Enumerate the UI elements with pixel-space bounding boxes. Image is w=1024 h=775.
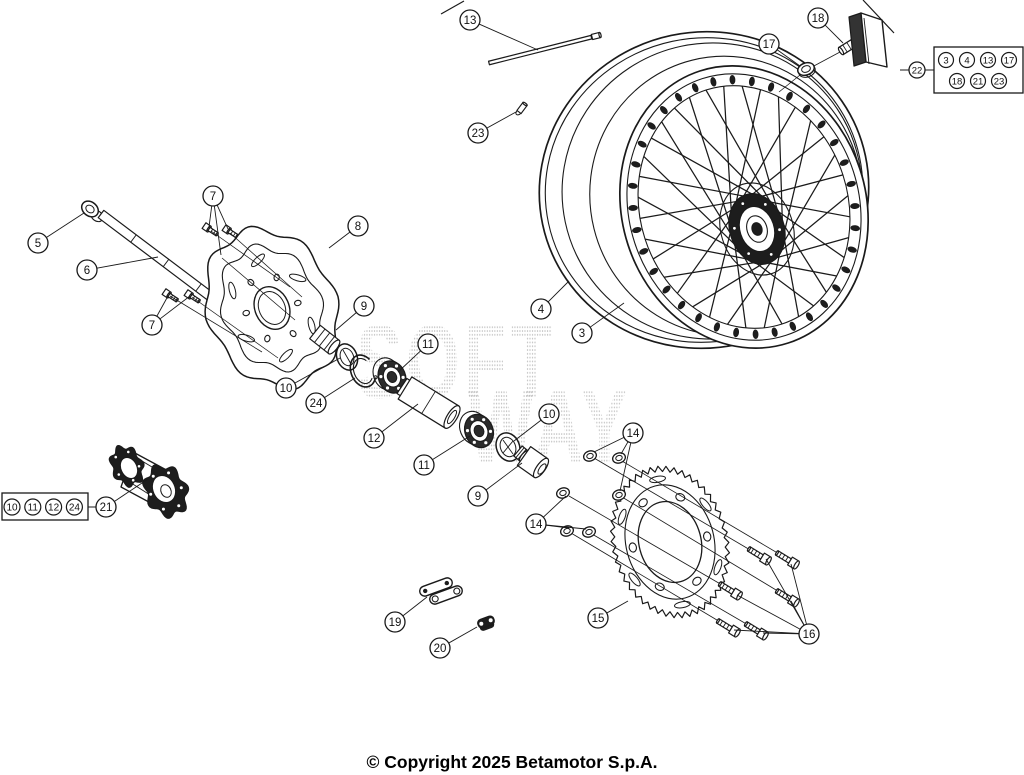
kit-item-4[interactable]: 4	[958, 51, 976, 69]
callout-21[interactable]: 21	[95, 478, 149, 518]
balance-weight	[778, 12, 888, 93]
sprocket-nuts	[555, 450, 627, 538]
callout-10[interactable]: 10	[275, 357, 341, 399]
callout-label: 10	[280, 383, 293, 395]
callout-18[interactable]: 18	[807, 7, 844, 44]
copyright-text: © Copyright 2025 Betamotor S.p.A.	[366, 752, 658, 772]
callout-label: 14	[530, 519, 543, 531]
kit-box-hub: 10 11 12 24	[1, 492, 96, 521]
callout-label: 12	[368, 433, 381, 445]
kit-item-24[interactable]: 24	[65, 498, 84, 516]
callout-15[interactable]: 15	[587, 600, 629, 629]
callout-label: 6	[84, 265, 90, 277]
kit-item-12[interactable]: 12	[44, 498, 63, 516]
kit-item-11[interactable]: 11	[24, 498, 42, 516]
callout-9[interactable]: 9	[467, 462, 523, 507]
callout-label: 15	[592, 613, 605, 625]
callout-label: 9	[361, 301, 367, 313]
axle-adjuster-nut	[797, 61, 816, 78]
callout-17[interactable]: 17	[758, 33, 801, 67]
callout-label: 4	[538, 304, 545, 316]
callout-label: 14	[627, 428, 640, 440]
kit-item-label: 12	[48, 502, 60, 513]
hub-spacers-and-bearings	[309, 324, 550, 479]
callout-19[interactable]: 19	[384, 596, 428, 633]
kit-item-17[interactable]: 17	[1000, 51, 1018, 69]
callout-6[interactable]: 6	[76, 256, 159, 281]
kit-item-23[interactable]: 23	[990, 72, 1008, 90]
chain-clip	[477, 615, 495, 631]
frame-tick-lines	[440, 0, 895, 34]
callout-4[interactable]: 4	[530, 280, 570, 320]
callout-label: 20	[434, 643, 447, 655]
callout-label: 10	[543, 409, 556, 421]
rear-sprocket	[609, 465, 731, 619]
kit-item-18[interactable]: 18	[948, 72, 966, 90]
callout-22[interactable]: 22	[908, 61, 926, 79]
callout-10[interactable]: 10	[513, 403, 560, 442]
callout-20[interactable]: 20	[429, 626, 478, 659]
disc-bolt-axis-lines	[169, 230, 303, 359]
rear-hub	[108, 445, 190, 519]
callout-label: 16	[803, 629, 816, 641]
callout-14[interactable]: 14	[593, 422, 644, 492]
callout-label: 3	[579, 328, 585, 340]
watermark: SOFT WAY	[356, 302, 627, 485]
kit-item-label: 23	[994, 76, 1005, 87]
callout-label: 9	[475, 491, 481, 503]
callout-11[interactable]: 11	[413, 435, 471, 476]
callout-label: 11	[422, 339, 434, 351]
callout-label: 7	[149, 320, 155, 332]
callout-label: 17	[763, 39, 776, 51]
callout-label: 24	[310, 398, 323, 410]
kit-item-21[interactable]: 21	[969, 72, 987, 90]
callouts-layer: 1323181722567789102411121110943141415161…	[1, 7, 1024, 659]
kit-item-label: 10	[6, 502, 18, 513]
kit-item-label: 3	[943, 55, 948, 66]
callout-label: 23	[472, 128, 485, 140]
spoke-rod	[487, 31, 602, 66]
parts-layer	[80, 0, 895, 641]
callout-label: 5	[35, 238, 41, 250]
callout-23[interactable]: 23	[467, 111, 517, 144]
callout-11[interactable]: 11	[397, 333, 439, 373]
callout-9[interactable]: 9	[335, 295, 375, 331]
sprocket-bolts	[715, 546, 800, 641]
kit-item-10[interactable]: 10	[3, 498, 21, 516]
kit-item-13[interactable]: 13	[979, 51, 997, 69]
chain-master-link	[419, 577, 463, 605]
callout-7[interactable]: 7	[141, 295, 191, 336]
callout-3[interactable]: 3	[571, 302, 625, 344]
kit-item-label: 21	[973, 76, 984, 87]
rear-wheel-drawing	[538, 30, 870, 350]
callout-13[interactable]: 13	[459, 9, 539, 51]
callout-label: 19	[389, 617, 402, 629]
callout-label: 8	[355, 221, 361, 233]
callout-24[interactable]: 24	[305, 377, 356, 414]
callout-label: 7	[210, 191, 216, 203]
kit-item-label: 17	[1004, 55, 1015, 66]
kit-item-label: 11	[28, 502, 39, 513]
kit-item-label: 24	[69, 502, 81, 513]
callout-5[interactable]: 5	[27, 212, 85, 254]
callout-16[interactable]: 16	[733, 558, 820, 645]
callout-label: 21	[100, 502, 113, 514]
callout-14[interactable]: 14	[525, 495, 587, 535]
callout-8[interactable]: 8	[328, 215, 369, 249]
sprocket-bolt-axis-lines	[568, 457, 787, 630]
rim-valve	[515, 101, 528, 116]
kit-item-3[interactable]: 3	[937, 51, 955, 69]
callout-7[interactable]: 7	[202, 185, 229, 256]
callout-label: 13	[464, 15, 477, 27]
callout-label: 11	[418, 460, 430, 472]
kit-item-label: 13	[983, 55, 994, 66]
kit-item-label: 18	[952, 76, 963, 87]
callout-label: 22	[912, 65, 923, 76]
callout-label: 18	[812, 13, 825, 25]
kit-box-wheel: 3 4 13 17 18 21 23	[900, 46, 1024, 94]
brake-disc	[204, 225, 340, 391]
callout-12[interactable]: 12	[363, 403, 419, 449]
kit-item-label: 4	[964, 55, 969, 66]
